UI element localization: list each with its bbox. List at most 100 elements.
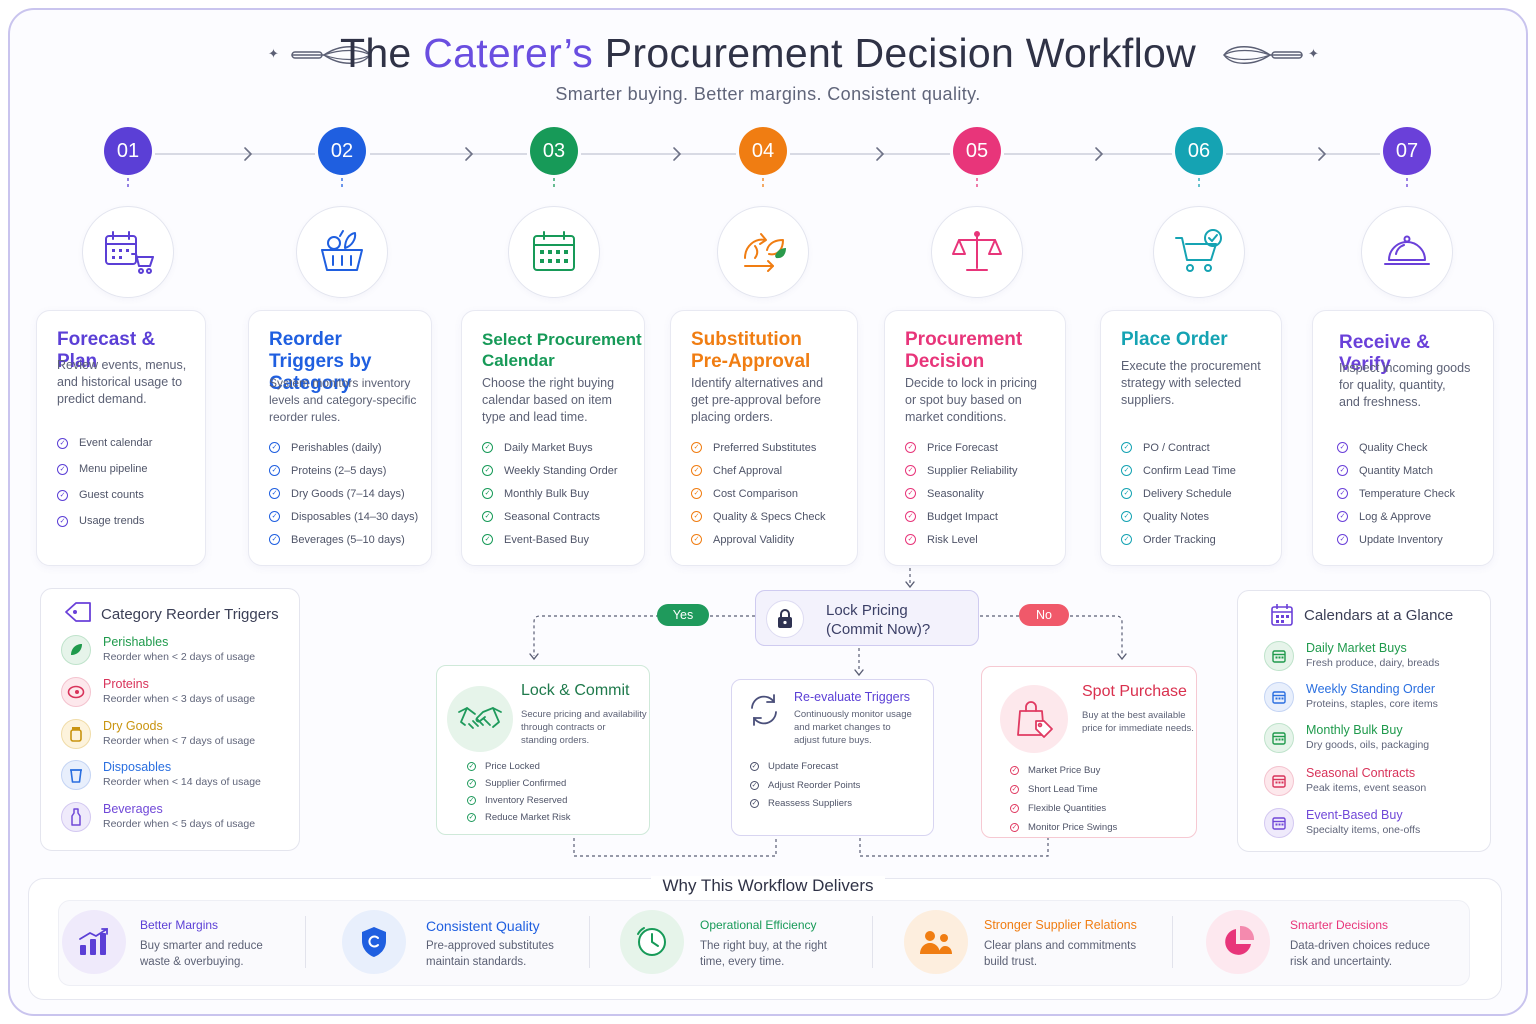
list-item: Dry Goods Reorder when < 7 days of usage bbox=[61, 719, 293, 759]
shopping-bag-tag-icon bbox=[1000, 685, 1068, 753]
step-badge-06: 06 bbox=[1175, 127, 1223, 175]
refresh-icon bbox=[746, 692, 782, 728]
list-item: ✓Preferred Substitutes bbox=[691, 436, 849, 459]
cloche-icon bbox=[1384, 235, 1430, 265]
divider bbox=[305, 916, 306, 968]
outcome-checklist: ✓Price Locked ✓Supplier Confirmed ✓Inven… bbox=[467, 758, 571, 826]
outcome-reevaluate: Re-evaluate Triggers Continuously monito… bbox=[731, 679, 934, 836]
list-item: ✓Flexible Quantities bbox=[1010, 803, 1107, 814]
benefit-title: Stronger Supplier Relations bbox=[984, 918, 1137, 932]
outcome-lock-commit: Lock & Commit Secure pricing and availab… bbox=[436, 665, 650, 835]
step-badge-05: 05 bbox=[953, 127, 1001, 175]
clock-icon bbox=[620, 910, 684, 974]
calendar-icon bbox=[1270, 603, 1294, 627]
calendar-icon bbox=[1264, 808, 1294, 838]
list-item: ✓Quality Check bbox=[1337, 436, 1485, 459]
list-item: ✓Daily Market Buys bbox=[482, 436, 636, 459]
step-checklist: ✓Event calendar ✓Menu pipeline ✓Guest co… bbox=[57, 430, 197, 534]
step-icon-circle-06 bbox=[1153, 206, 1245, 298]
panel-title: Calendars at a Glance bbox=[1304, 607, 1454, 624]
panel-title: Category Reorder Triggers bbox=[101, 606, 279, 623]
step-checklist: ✓Perishables (daily) ✓Proteins (2–5 days… bbox=[269, 436, 423, 551]
step-card-forecast-plan: Forecast & Plan Review events, menus,and… bbox=[36, 310, 206, 566]
tag-icon bbox=[63, 601, 93, 623]
list-item: ✓Quantity Match bbox=[1337, 459, 1485, 482]
timeline-connectors bbox=[127, 147, 1408, 190]
list-item: Proteins Reorder when < 3 days of usage bbox=[61, 677, 293, 717]
divider bbox=[1172, 916, 1173, 968]
list-item: ✓Temperature Check bbox=[1337, 482, 1485, 505]
step-checklist: ✓Daily Market Buys ✓Weekly Standing Orde… bbox=[482, 436, 636, 551]
list-item: ✓Weekly Standing Order bbox=[482, 459, 636, 482]
list-item: ✓Proteins (2–5 days) bbox=[269, 459, 423, 482]
decision-question: Lock Pricing(Commit Now)? bbox=[826, 602, 931, 638]
step-checklist: ✓Price Forecast ✓Supplier Reliability ✓S… bbox=[905, 436, 1057, 551]
step-badge-03: 03 bbox=[530, 127, 578, 175]
list-item: ✓Monitor Price Swings bbox=[1010, 822, 1118, 833]
list-item: ✓Quality Notes bbox=[1121, 505, 1273, 528]
decision-connectors bbox=[529, 568, 1127, 857]
divider bbox=[589, 916, 590, 968]
lock-icon bbox=[766, 600, 804, 638]
outcome-title: Spot Purchase bbox=[1082, 683, 1187, 700]
list-item: ✓Budget Impact bbox=[905, 505, 1057, 528]
step-title: Place Order bbox=[1121, 329, 1228, 350]
calendar-icon bbox=[1264, 682, 1294, 712]
list-item: ✓Disposables (14–30 days) bbox=[269, 505, 423, 528]
list-item: Weekly Standing Order Proteins, staples,… bbox=[1264, 682, 1484, 722]
swap-leaf-icon bbox=[744, 233, 786, 272]
list-item: ✓Update Forecast bbox=[750, 761, 839, 772]
whisk-icon bbox=[291, 46, 372, 64]
sparkle-icon: ✦ bbox=[268, 46, 279, 61]
list-item: ✓Approval Validity bbox=[691, 528, 849, 551]
cup-icon bbox=[61, 760, 91, 790]
step-badge-04: 04 bbox=[739, 127, 787, 175]
list-item: ✓Monthly Bulk Buy bbox=[482, 482, 636, 505]
whisk-icon bbox=[1222, 46, 1303, 64]
list-item: ✓Chef Approval bbox=[691, 459, 849, 482]
pie-chart-icon bbox=[1206, 910, 1270, 974]
list-item: ✓Seasonal Contracts bbox=[482, 505, 636, 528]
list-item: ✓Perishables (daily) bbox=[269, 436, 423, 459]
list-item: Perishables Reorder when < 2 days of usa… bbox=[61, 635, 293, 675]
jar-icon bbox=[61, 719, 91, 749]
step-title: Forecast & Plan bbox=[57, 329, 156, 372]
yes-label: Yes bbox=[657, 604, 709, 626]
step-title: Procurement Decision bbox=[905, 329, 1023, 372]
outcome-checklist: ✓Update Forecast ✓Adjust Reorder Points … bbox=[750, 758, 860, 812]
step-title: Substitution Pre-Approval bbox=[691, 329, 811, 372]
list-item: ✓Menu pipeline bbox=[57, 456, 197, 482]
list-item: ✓Market Price Buy bbox=[1010, 765, 1101, 776]
list-item: Daily Market Buys Fresh produce, dairy, … bbox=[1264, 641, 1484, 681]
list-item: Disposables Reorder when < 14 days of us… bbox=[61, 760, 293, 800]
step-card-reorder-triggers: Reorder Triggers by Category System moni… bbox=[248, 310, 432, 566]
step-desc: Review events, menus,and historical usag… bbox=[57, 358, 187, 406]
calendar-grid-icon bbox=[533, 231, 575, 271]
list-item: ✓Cost Comparison bbox=[691, 482, 849, 505]
step-icon-circle-04 bbox=[717, 206, 809, 298]
divider bbox=[872, 916, 873, 968]
step-checklist: ✓PO / Contract ✓Confirm Lead Time ✓Deliv… bbox=[1121, 436, 1273, 551]
benefit-title: Better Margins bbox=[140, 918, 219, 932]
list-item: ✓Risk Level bbox=[905, 528, 1057, 551]
list-item: ✓Quality & Specs Check bbox=[691, 505, 849, 528]
list-item: Event-Based Buy Specialty items, one-off… bbox=[1264, 808, 1484, 848]
list-item: ✓Dry Goods (7–14 days) bbox=[269, 482, 423, 505]
basket-icon bbox=[321, 230, 363, 271]
calendars-panel: Calendars at a Glance Daily Market Buys … bbox=[1237, 590, 1491, 852]
step-card-procurement-calendar: Select Procurement Calendar Choose the r… bbox=[461, 310, 645, 566]
step-card-substitution: Substitution Pre-Approval Identify alter… bbox=[670, 310, 858, 566]
decision-node-lock-pricing: Lock Pricing(Commit Now)? bbox=[755, 590, 979, 646]
bottle-icon bbox=[61, 802, 91, 832]
list-item: ✓Seasonality bbox=[905, 482, 1057, 505]
